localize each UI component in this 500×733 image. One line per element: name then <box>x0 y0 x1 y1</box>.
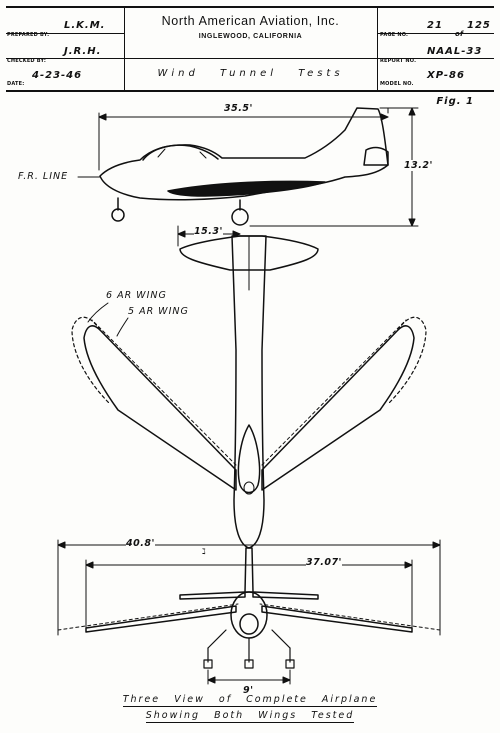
plan-view <box>71 235 427 549</box>
date-value: 4-23-46 <box>32 70 83 81</box>
dim-height <box>249 107 419 227</box>
dim-span-5ar-label: 37.07' <box>306 557 342 568</box>
figure-label: Fig. 1 <box>436 96 474 107</box>
page-label: PAGE NO. <box>380 32 409 38</box>
wing-5ar-label: 5 AR WING <box>128 306 189 317</box>
wing-6ar-label: 6 AR WING <box>106 290 167 301</box>
report-subject: Wind Tunnel Tests <box>157 68 344 79</box>
fr-line-label: F.R. LINE <box>18 171 69 182</box>
side-canopy <box>142 144 219 161</box>
prepared-by-value: L.K.M. <box>64 20 106 31</box>
date-label: DATE: <box>7 81 25 87</box>
title-block-signoff: PREPARED BY: L.K.M. CHECKED BY: J.R.H. D… <box>6 8 125 90</box>
side-main-gear <box>231 199 249 226</box>
title-block-report: PAGE NO. 21 of 125 REPORT NO. NAAL-33 MO… <box>377 8 494 90</box>
dim-span-5ar <box>85 559 413 633</box>
side-view <box>77 107 389 226</box>
dim-span-6ar-label: 40.8' <box>126 538 155 549</box>
plan-wing-6ar <box>71 316 111 405</box>
checked-by-value: J.R.H. <box>64 46 102 57</box>
dim-span-6ar <box>57 539 441 636</box>
page-value: 21 <box>427 20 443 31</box>
plan-canopy <box>237 424 261 494</box>
report-label: REPORT NO. <box>380 58 417 64</box>
report-value: NAAL-33 <box>427 46 483 57</box>
prepared-by-label: PREPARED BY: <box>7 32 50 38</box>
tick-mark: ℷ <box>202 547 207 556</box>
caption-line-1: Three View of Complete Airplane <box>122 694 378 707</box>
dim-height-label: 13.2' <box>404 160 433 171</box>
side-tail-tip <box>363 146 389 166</box>
front-intake <box>239 613 259 635</box>
checked-by-label: CHECKED BY: <box>7 58 47 64</box>
dim-length-label: 35.5' <box>224 103 253 114</box>
front-wing-5ar <box>85 605 237 633</box>
front-landing-gear <box>203 629 295 669</box>
dim-tread <box>207 669 291 685</box>
front-fuselage <box>230 591 268 639</box>
front-view <box>57 547 441 669</box>
plan-horizontal-tail <box>179 235 319 271</box>
of-pages-value: 125 <box>467 20 491 31</box>
title-block-company: North American Aviation, Inc. INGLEWOOD,… <box>124 8 378 90</box>
company-location: INGLEWOOD, CALIFORNIA <box>198 33 303 40</box>
side-wing <box>167 180 326 197</box>
front-wing-6ar <box>57 603 239 631</box>
caption-line-2: Showing Both Wings Tested <box>145 710 355 723</box>
front-vertical-tail <box>244 547 254 593</box>
side-nose-gear <box>111 197 125 222</box>
front-horizontal-tail <box>179 591 246 600</box>
dim-tread-label: 9' <box>243 685 254 696</box>
model-value: XP-86 <box>427 70 465 81</box>
dim-tail-span-label: 15.3' <box>194 226 223 237</box>
dim-length <box>98 107 389 171</box>
model-label: MODEL NO. <box>380 81 414 87</box>
company-name: North American Aviation, Inc. <box>161 14 340 28</box>
of-label: of <box>455 30 464 38</box>
title-block: PREPARED BY: L.K.M. CHECKED BY: J.R.H. D… <box>6 6 494 92</box>
plan-wing-5ar <box>83 325 237 491</box>
